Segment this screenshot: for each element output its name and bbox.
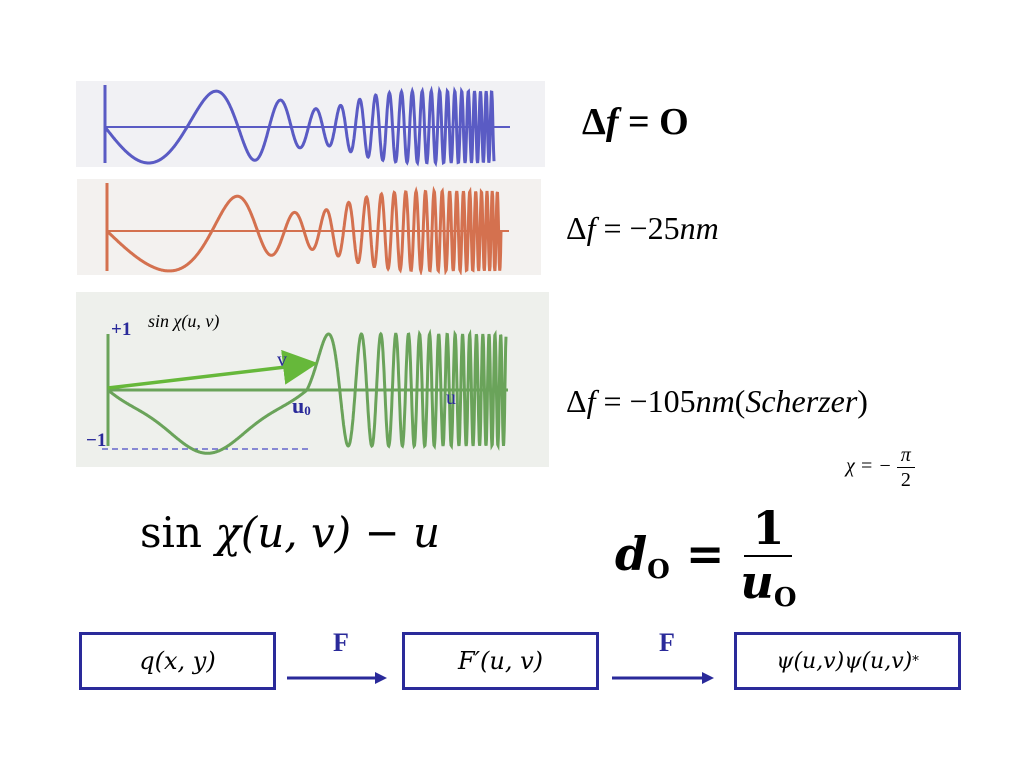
equals-o: = O [618, 101, 689, 143]
v-label: v [277, 349, 287, 371]
u-subscript: O [773, 583, 797, 613]
object-function-label: q(x, y) [139, 647, 216, 675]
ctf-plot-scherzer-svg: +1 sin χ(u, v) v u0 u −1 [86, 311, 508, 455]
ctf-plot-scherzer: +1 sin χ(u, v) v u0 u −1 [76, 292, 549, 467]
flow-arrow-1 [287, 672, 387, 684]
f-symbol: f [605, 101, 619, 143]
paren-close: ) [857, 383, 868, 419]
f-symbol: f [586, 383, 596, 419]
fourier-transform-function-label: F′(u, v) [457, 647, 544, 675]
flow-box-fourier-transform: F′(u, v) [402, 632, 599, 690]
numerator-one: 1 [744, 505, 793, 557]
scherzer-label: Scherzer [745, 383, 858, 419]
defocus-equation-scherzer: Δf = −105nm(Scherzer) [566, 383, 868, 420]
equals-sign: = [669, 527, 741, 581]
equals-value: = −25 [595, 210, 680, 246]
u-symbol: u [740, 555, 774, 609]
ctf-plot-defocus-25-svg [105, 183, 509, 275]
delta-symbol: Δ [582, 101, 606, 143]
sin-text: sin [140, 508, 216, 557]
denominator-u0: uO [740, 557, 796, 611]
complex-conjugate-star: * [912, 653, 919, 669]
minus-sign: − [351, 508, 413, 557]
fourier-transform-label-2: F [659, 628, 675, 657]
d-subscript: O [647, 555, 670, 585]
u0-label-u: u [292, 393, 304, 418]
ctf-plot-defocus-25 [77, 179, 541, 275]
flow-box-object-function: q(x, y) [79, 632, 276, 690]
ctf-curve [105, 185, 503, 275]
u-symbol: u [413, 508, 441, 557]
delta-symbol: Δ [566, 210, 587, 246]
defocus-equation-0: Δf = O [582, 100, 689, 144]
intensity-label: ψ(u,v)ψ(u,v) [776, 648, 913, 674]
paren-open: ( [734, 383, 746, 419]
two-denominator: 2 [900, 469, 911, 491]
delta-symbol: Δ [566, 383, 587, 419]
ctf-plot-defocus-0 [76, 81, 545, 167]
u0-label-sub: 0 [304, 403, 311, 418]
flow-arrow-2 [612, 672, 714, 684]
chi-lhs: χ = − [846, 455, 892, 478]
flow-box-intensity: ψ(u,v)ψ(u,v)* [734, 632, 961, 690]
sin-chi-label: sin χ(u, v) [148, 311, 219, 332]
unit: nm [679, 210, 719, 246]
minus-one-label: −1 [86, 430, 106, 451]
f-symbol: f [586, 210, 596, 246]
fourier-transform-label-1: F [333, 628, 349, 657]
d-symbol: d [615, 527, 648, 581]
pi-numerator: π [896, 445, 915, 468]
ctf-plot-defocus-0-svg [103, 85, 510, 167]
u-axis-label: u [446, 387, 456, 409]
uv-args: (u, v) [240, 508, 352, 557]
ctf-curve [103, 85, 496, 167]
defocus-equation-25: Δf = −25nm [566, 210, 719, 247]
one-over-u0: 1 uO [740, 505, 796, 611]
equals-value: = −105 [595, 383, 696, 419]
chi-equation: χ = − π 2 [846, 445, 915, 490]
v-arrow [107, 349, 318, 390]
u0-label: u0 [292, 393, 311, 418]
sin-chi-expression: sin χ(u, v) − u [140, 508, 440, 557]
resolution-equation: dO = 1 uO [615, 505, 797, 611]
unit: nm [695, 383, 735, 419]
chi-symbol: χ [215, 508, 241, 557]
plus-one-label: +1 [111, 319, 131, 340]
pi-over-two: π 2 [896, 445, 915, 491]
ctf-curve [107, 328, 508, 455]
